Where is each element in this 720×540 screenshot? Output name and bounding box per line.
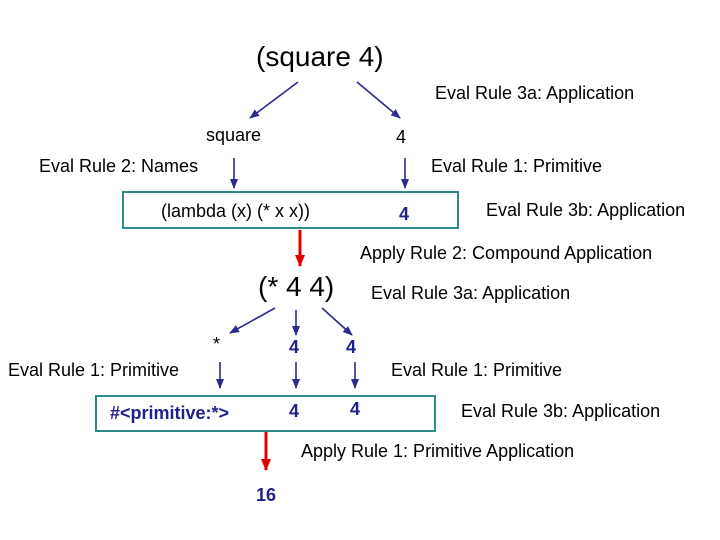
application-box-1	[122, 191, 459, 229]
box2-four-a: 4	[289, 401, 300, 421]
arrow-top-to-four	[356, 81, 401, 119]
mid-expression: (* 4 4)	[258, 271, 335, 302]
node-star: *	[213, 334, 221, 354]
application-box-2	[95, 395, 436, 432]
lambda-expression: (lambda (x) (* x x))	[161, 201, 311, 221]
top-expression: (square 4)	[256, 41, 384, 72]
box2-four-b: 4	[350, 399, 361, 419]
rule-eval-1-primitive-left: Eval Rule 1: Primitive	[8, 360, 180, 380]
arrow-mid-to-four-b	[321, 307, 353, 336]
rule-eval-1-primitive-right: Eval Rule 1: Primitive	[391, 360, 563, 380]
arrow-top-to-square	[249, 81, 299, 119]
rule-eval-1-primitive: Eval Rule 1: Primitive	[431, 156, 603, 176]
rule-apply-2-compound: Apply Rule 2: Compound Application	[360, 243, 653, 263]
node-four: 4	[396, 127, 407, 147]
rule-apply-1-primitive: Apply Rule 1: Primitive Application	[301, 441, 575, 461]
rule-eval-3b-second: Eval Rule 3b: Application	[461, 401, 661, 421]
box1-four: 4	[399, 204, 410, 224]
rule-eval-3a-mid: Eval Rule 3a: Application	[371, 283, 571, 303]
node-four-b: 4	[346, 337, 357, 357]
rule-eval-2-names: Eval Rule 2: Names	[39, 156, 199, 176]
rule-eval-3a-top: Eval Rule 3a: Application	[435, 83, 635, 103]
node-four-a: 4	[289, 337, 300, 357]
result-value: 16	[256, 485, 277, 505]
rule-eval-3b-first: Eval Rule 3b: Application	[486, 200, 686, 220]
primitive-procedure: #<primitive:*>	[110, 403, 230, 423]
arrow-mid-to-star	[229, 307, 276, 334]
node-square: square	[206, 125, 262, 145]
